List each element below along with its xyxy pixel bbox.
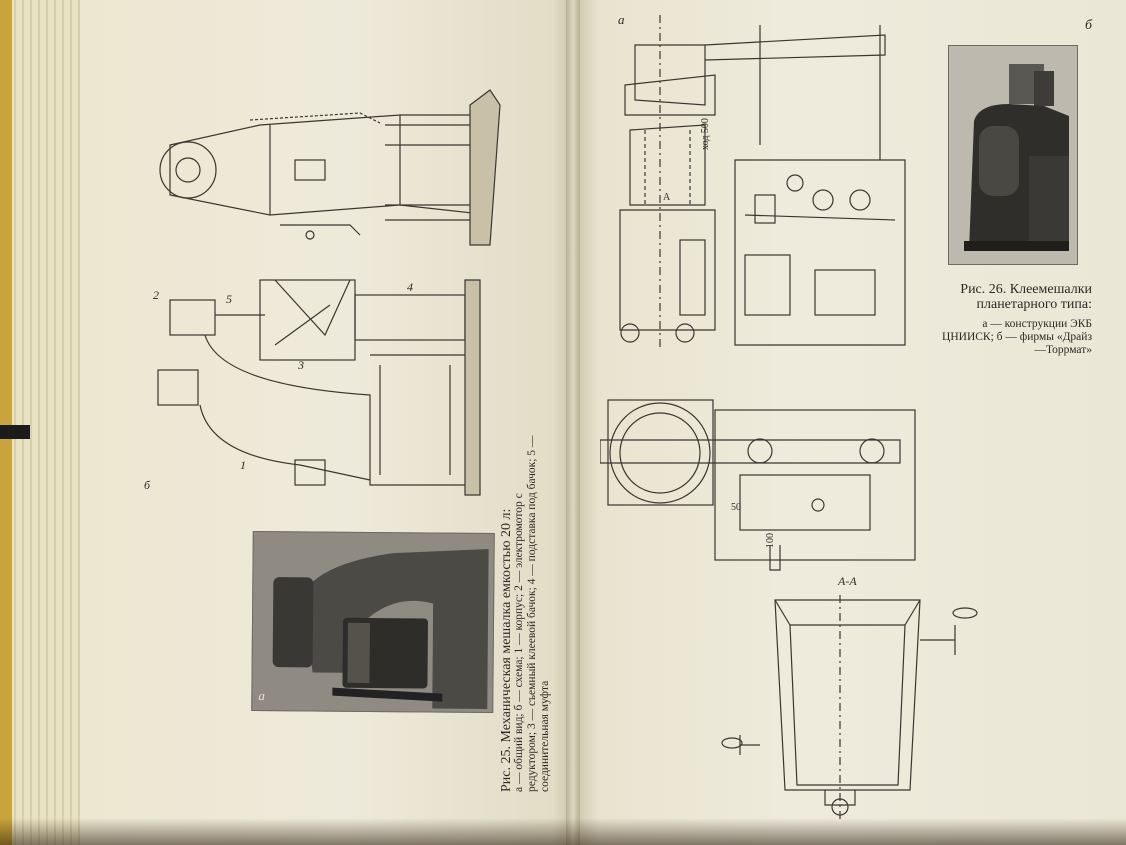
section-arrow-a: А [663, 192, 671, 203]
part-label-4: 4 [407, 280, 413, 294]
figure-25-title: Рис. 25. Механическая мешалка емкостью 2… [499, 508, 514, 792]
mixer-top-view-drawing [159, 89, 501, 246]
planetary-mixer-elevation-drawing [619, 15, 906, 350]
section-a-a-drawing [721, 595, 978, 820]
dimension-100: 100 [765, 533, 776, 548]
corner-label-a: а [618, 12, 625, 27]
mixer-schematic-drawing [157, 279, 481, 496]
dimension-stroke: ход 500 [700, 118, 711, 150]
page-edges [0, 0, 80, 845]
figure-26-caption: Рис. 26. Клеемешалки планетарного типа: … [932, 282, 1092, 357]
mixer-photo: а [251, 530, 495, 714]
part-label-1: 1 [240, 458, 246, 472]
photo-label-a: а [258, 688, 265, 704]
part-label-2: 2 [153, 288, 159, 302]
figure-26-text: а — конструкции ЭКБ ЦНИИСК; б — фирмы «Д… [942, 318, 1092, 356]
drawing-label-b: б [144, 478, 151, 492]
corner-label-b: б [1085, 18, 1093, 33]
dimension-50: 50 [731, 502, 741, 513]
section-a-a-label: А-А [838, 574, 857, 588]
black-bar [0, 425, 30, 439]
bottom-shadow [0, 818, 1126, 845]
figure-25-text: а — общий вид; б — схема; 1 — корпус; 2 … [513, 435, 551, 792]
figure-26-title: Рис. 26. Клеемешалки планетарного типа: [960, 282, 1092, 312]
part-label-5: 5 [226, 292, 232, 306]
part-label-3: 3 [298, 358, 304, 372]
figure-25-caption: Рис. 25. Механическая мешалка емкостью 2… [499, 432, 552, 792]
book-gutter [566, 0, 580, 845]
planetary-mixer-plan-drawing [600, 399, 916, 571]
drais-mixer-photo [948, 45, 1078, 265]
yellow-strip [0, 0, 12, 845]
